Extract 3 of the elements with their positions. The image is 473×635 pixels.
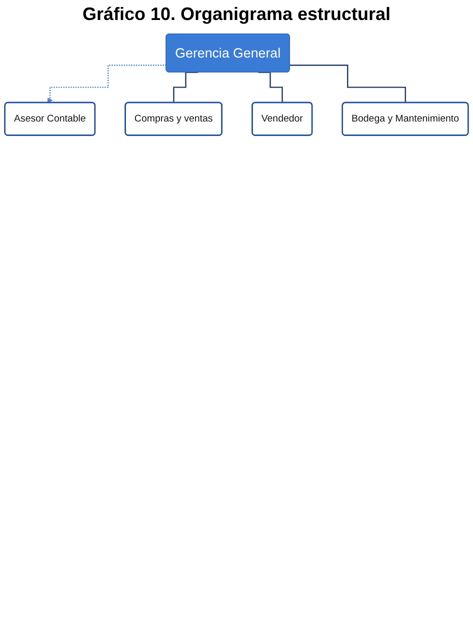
arrow [48,64,166,104]
diagram-title: Gráfico 10. Organigrama estructural [81,4,392,25]
connector [290,64,406,104]
